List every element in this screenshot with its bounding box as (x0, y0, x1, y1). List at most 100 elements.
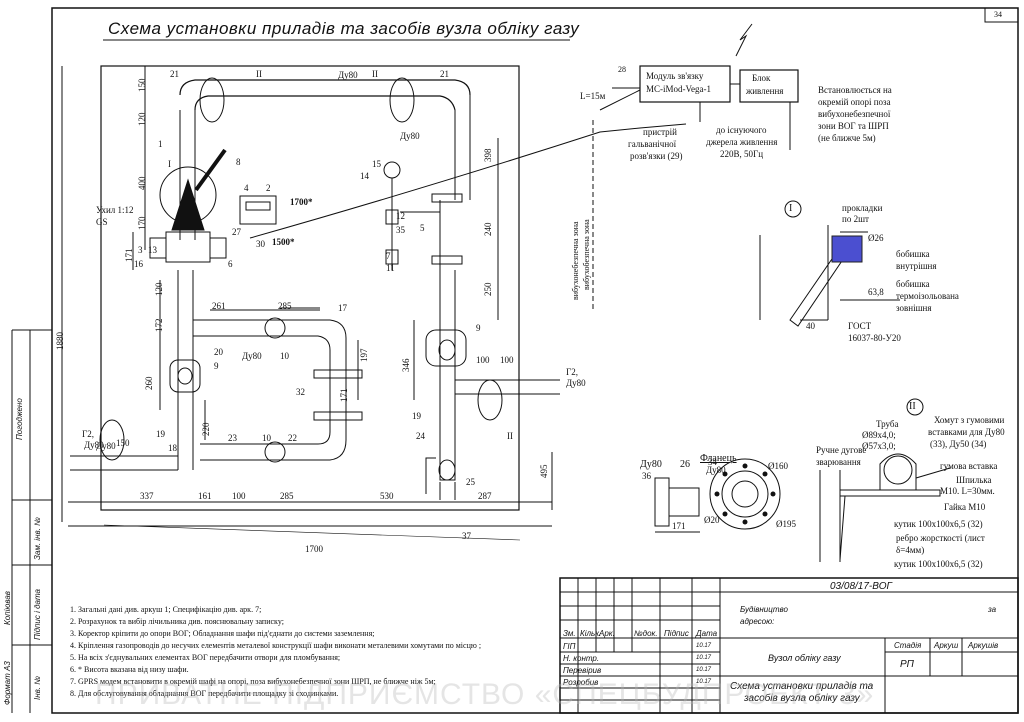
flange-26: 26 (680, 459, 690, 470)
ref-num: 11 (386, 263, 395, 273)
ref-num: 21 (440, 69, 449, 79)
section-i: I (168, 159, 171, 169)
ref-num: 37 (462, 531, 471, 541)
ref-num: 18 (168, 443, 177, 453)
side-pogodzheno: Погоджено (15, 398, 24, 440)
sheet-title-2: засобів вузла обліку газу (744, 693, 860, 704)
g2-inlet: Г2, (82, 429, 94, 439)
source-label-2: джерела живлення (706, 137, 778, 147)
dim-398: 398 (483, 148, 493, 163)
ref-num: 35 (396, 225, 405, 235)
ref-num: 12 (396, 211, 405, 221)
ref-num: 14 (360, 171, 369, 181)
ref-num: 13 (148, 245, 157, 255)
ref-num: 3 (138, 245, 143, 255)
date-4: 10.17 (696, 679, 712, 685)
dim-530: 530 (380, 491, 394, 501)
dim-120: 120 (137, 112, 147, 127)
du80-label-c: Ду80 (242, 351, 262, 361)
dim-171b: 171 (339, 388, 349, 403)
date-2: 10.17 (696, 655, 712, 661)
stud-1: Шпилька (956, 475, 992, 485)
note-item: 3. Коректор кріпити до опори ВОГ; Обладн… (70, 629, 375, 638)
tube-3: Ø57х3,0; (862, 441, 896, 451)
inner-boss-2: внутрішня (896, 261, 937, 271)
isolation-label-3: розв'язки (29) (630, 151, 683, 161)
cable-length: L=15м (580, 91, 606, 101)
isolation-label-1: пристрій (643, 127, 677, 137)
col-date: Дата (696, 629, 718, 638)
detail-d26: Ø26 (868, 233, 884, 243)
ref-num: 9 (476, 323, 481, 333)
sheets-header: Аркушів (968, 641, 999, 650)
flange-171: 171 (672, 521, 686, 531)
drawing-title: Схема установки приладів та засобів вузл… (108, 19, 580, 38)
project-code: 03/08/17-ВОГ (830, 581, 892, 592)
ref-num: 9 (214, 361, 219, 371)
dim-150b: 150 (116, 438, 130, 448)
ref-num: 34 (708, 457, 717, 467)
dim-161: 161 (198, 491, 212, 501)
modem-label-1: Модуль зв'язку (646, 71, 704, 81)
sheet-number: 34 (994, 10, 1002, 19)
dim-170: 170 (137, 216, 147, 231)
ref-num: 7 (386, 251, 391, 261)
section-ii-a: II (256, 69, 262, 79)
note-item: 1. Загальні дані див. аркуш 1; Специфіка… (70, 605, 262, 614)
sheet-title-1: Схема установки приладів та (730, 681, 874, 692)
ref-num: 23 (228, 433, 237, 443)
flange-d195: Ø195 (776, 519, 796, 529)
ref-num: 27 (232, 227, 241, 237)
note-line-1: Встановлюється на (818, 85, 892, 95)
du80-label-a: Ду80 (338, 70, 358, 80)
dim-1700-star: 1700* (290, 197, 313, 207)
g2-outlet: Г2, (566, 367, 578, 377)
angle-2: кутик 100х100х6,5 (32) (894, 559, 983, 569)
building-at: за (988, 605, 997, 614)
date-3: 10.17 (696, 667, 712, 673)
ref-num: 1 (158, 139, 163, 149)
gost-1: ГОСТ (848, 321, 872, 331)
ref-num: 30 (256, 239, 265, 249)
dim-1880: 1880 (55, 332, 65, 350)
side-kopiyuvav: Копіював (3, 591, 12, 625)
col-zm: Зм. (563, 629, 576, 638)
ref-num: 16 (134, 259, 143, 269)
power-label-2: живлення (746, 86, 784, 96)
zone-label-2: вибухобезпечна зона (582, 219, 591, 290)
row-rozrobyv: Розробив (563, 678, 599, 687)
gaskets-label-2: по 2шт (842, 214, 869, 224)
stage-value: РП (900, 659, 914, 670)
outer-boss-1: бобишка (896, 279, 930, 289)
inner-boss-1: бобишка (896, 249, 930, 259)
du80-label-b: Ду80 (400, 131, 420, 141)
detail-i-marker: I (789, 203, 793, 214)
ref-num: 8 (236, 157, 241, 167)
note-line-5: (не ближче 5м) (818, 133, 876, 143)
ref-num: 10 (262, 433, 271, 443)
dim-400: 400 (137, 176, 147, 191)
dim-337: 337 (140, 491, 154, 501)
ref-num: 36 (642, 471, 651, 481)
note-item: 6. * Висота вказана від низу шафи. (70, 665, 189, 674)
source-label-1: до існуючого (716, 125, 767, 135)
side-zam-inv: Зам. інв. № (33, 517, 42, 560)
dim-1500-star: 1500* (272, 237, 295, 247)
ref-num: 2 (266, 183, 271, 193)
section-ii-c: II (507, 431, 513, 441)
ref-28: 28 (618, 65, 626, 74)
col-ark: Арк. (599, 629, 615, 638)
col-kilk: Кільк. (580, 629, 602, 638)
stage-header: Стадія (894, 641, 922, 650)
dim-260: 260 (144, 376, 154, 391)
ref-num: 4 (244, 183, 249, 193)
side-inv: Інв. № (33, 676, 42, 700)
date-1: 10.17 (696, 643, 712, 649)
note-item: 2. Розрахунок та вибір лічильника див. п… (70, 617, 284, 626)
note-line-4: зони ВОГ та ШРП (818, 121, 889, 131)
weld-1: Ручне дугове (816, 445, 867, 455)
sheet-header: Аркуш (934, 641, 959, 650)
modem-label-2: MC-iMod-Vega-1 (646, 84, 711, 94)
du80-label-d: Ду80 (96, 441, 116, 451)
flange-d160: Ø160 (768, 461, 788, 471)
